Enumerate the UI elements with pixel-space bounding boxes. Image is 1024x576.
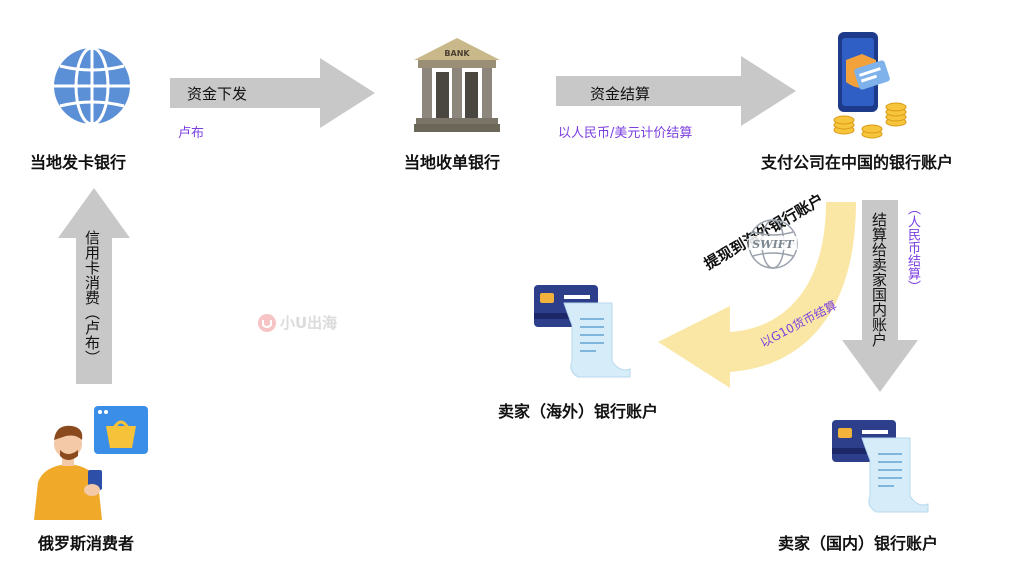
bank-building-icon: [414, 38, 500, 132]
settle-to-domestic-arrow-label: 结算给卖家国内账户: [870, 212, 888, 347]
local-acquiring-bank-label: 当地收单银行: [404, 153, 501, 172]
phone-wallet-icon: [833, 32, 907, 139]
bank-sign-text: BANK: [444, 49, 470, 58]
funds-settlement-arrow: [556, 56, 796, 126]
swift-logo-text: SWIFT: [752, 238, 794, 251]
seller-overseas-account-label: 卖家（海外）银行账户: [498, 402, 659, 421]
credit-card-spend-arrow-label: 信用卡消费（卢布）: [83, 230, 101, 365]
swift-logo-icon: SWIFT: [748, 219, 798, 269]
settle-to-domestic-arrow: [842, 200, 918, 392]
bank-sign: BANK: [444, 49, 470, 58]
shopper-person-icon: [34, 406, 148, 520]
withdraw-overseas-arrow: [658, 202, 856, 388]
seller-domestic-account-label: 卖家（国内）银行账户: [778, 534, 939, 553]
funds-issue-currency-note: 卢布: [178, 126, 205, 141]
card-receipt-icon-overseas: [534, 285, 631, 378]
funds-issue-arrow: [170, 58, 375, 128]
watermark-logo-icon: [258, 313, 276, 332]
russian-consumer-label: 俄罗斯消费者: [38, 534, 135, 553]
credit-card-spend-arrow: [58, 188, 130, 384]
card-receipt-icon-domestic: [832, 420, 929, 513]
funds-settlement-arrow-label: 资金结算: [590, 85, 651, 103]
watermark-text: 小U出海: [280, 314, 338, 332]
payment-company-account-label: 支付公司在中国的银行账户: [761, 153, 954, 172]
funds-issue-arrow-label: 资金下发: [187, 85, 248, 103]
globe-icon: [54, 46, 130, 126]
local-issuing-bank-label: 当地发卡银行: [30, 153, 127, 172]
settle-to-domestic-currency-note: （人民币结算）: [905, 202, 920, 293]
watermark: 小U出海: [258, 312, 337, 333]
funds-settlement-currency-note: 以人民币/美元计价结算: [558, 126, 693, 141]
